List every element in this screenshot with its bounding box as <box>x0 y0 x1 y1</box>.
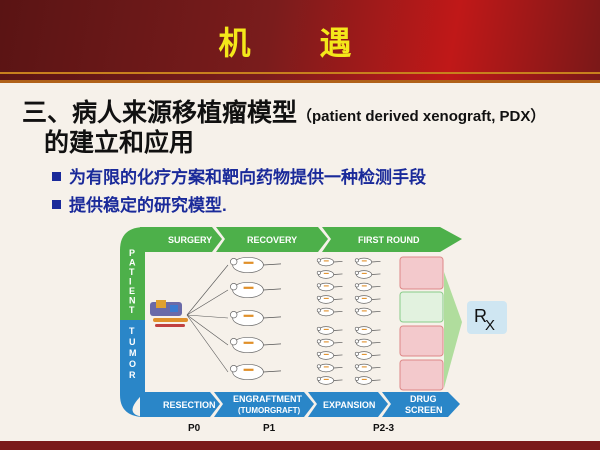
bullet-text: 为有限的化疗方案和靶向药物提供一种检测手段 <box>69 168 426 187</box>
transfer-line <box>186 314 229 319</box>
mouse-icon <box>354 338 381 348</box>
mouse-icon <box>316 257 343 267</box>
transfer-line <box>186 289 229 316</box>
patient-letter: I <box>129 277 132 287</box>
rx-box <box>467 301 507 334</box>
tumor-letter: T <box>129 326 135 336</box>
mouse-icon <box>230 363 282 381</box>
mouse-icon <box>316 363 343 373</box>
slide-footer <box>0 441 600 450</box>
bullet-square-icon <box>52 172 61 181</box>
slide-header <box>0 0 600 83</box>
patient-letter: A <box>129 258 136 268</box>
drug-screen-box <box>399 291 444 323</box>
surgery-arrow <box>140 227 222 252</box>
step-recovery: RECOVERY <box>247 235 297 245</box>
mouse-icon <box>354 282 381 292</box>
mouse-icon <box>354 363 381 373</box>
drug-screen-box <box>399 325 444 357</box>
recovery-arrow <box>216 227 328 252</box>
funnel-arrow <box>444 272 462 388</box>
drug-screen-box <box>399 359 444 391</box>
mouse-icon <box>316 326 343 335</box>
mouse-icon <box>354 257 381 267</box>
drug-screen-box <box>399 256 444 290</box>
patient-letter: P <box>129 248 135 258</box>
tumor-tissue-icon <box>150 300 188 327</box>
tumor-letter: R <box>129 370 136 380</box>
bullet-item: 为有限的化疗方案和靶向药物提供一种检测手段 <box>52 163 426 188</box>
drug-screen-arrow <box>382 392 460 417</box>
bullet-square-icon <box>52 200 61 209</box>
mouse-icon <box>354 270 381 279</box>
mouse-icon <box>230 309 282 327</box>
rx-x: X <box>485 317 495 334</box>
step-drug: DRUG <box>410 394 437 404</box>
mouse-icon <box>316 376 343 385</box>
mouse-icon <box>316 270 343 279</box>
engraftment-arrow <box>214 392 314 417</box>
step-tumorgraft: (TUMORGRAFT) <box>238 406 301 415</box>
tumor-letter: M <box>129 348 137 358</box>
header-divider <box>0 72 600 74</box>
rx-r: R <box>474 306 487 326</box>
mouse-icon <box>230 281 282 299</box>
patient-letter: T <box>129 305 135 315</box>
step-screen: SCREEN <box>405 405 443 415</box>
bullet-text: 提供稳定的研究模型. <box>69 196 227 215</box>
transfer-line <box>186 264 229 316</box>
patient-letter: T <box>129 267 135 277</box>
mouse-icon <box>316 307 343 317</box>
mouse-icon <box>354 307 381 317</box>
mouse-icon <box>354 376 381 385</box>
patient-band <box>120 227 145 320</box>
tumor-letter: U <box>129 337 136 347</box>
transfer-line <box>186 314 229 346</box>
passage-p2-3: P2-3 <box>373 423 395 434</box>
step-first-round: FIRST ROUND <box>358 235 420 245</box>
mouse-icon <box>316 295 343 304</box>
step-expansion: EXPANSION <box>323 400 375 410</box>
patient-letter: N <box>129 296 136 306</box>
mouse-icon <box>316 282 343 292</box>
mouse-icon <box>316 351 343 360</box>
mouse-icon <box>316 338 343 348</box>
heading-english: （patient derived xenograft, PDX） <box>297 108 546 125</box>
expansion-arrow <box>308 392 388 417</box>
mouse-icon <box>230 256 282 274</box>
mouse-icon <box>230 336 282 354</box>
mouse-icon <box>354 351 381 360</box>
tumor-letter: O <box>129 359 136 369</box>
passage-p0: P0 <box>188 423 201 434</box>
mouse-icon <box>354 326 381 335</box>
section-heading-line2: 的建立和应用 <box>44 129 195 157</box>
slide-title: 机 遇 <box>218 25 382 61</box>
bullet-item: 提供稳定的研究模型. <box>52 191 227 216</box>
step-resection: RESECTION <box>163 400 216 410</box>
passage-p1: P1 <box>263 423 276 434</box>
transfer-line <box>186 314 229 373</box>
heading-chinese: 三、病人来源移植瘤模型 <box>22 99 298 127</box>
patient-letter: E <box>129 286 135 296</box>
step-surgery: SURGERY <box>168 235 212 245</box>
section-heading: 三、病人来源移植瘤模型（patient derived xenograft, P… <box>22 93 545 129</box>
mouse-icon <box>354 295 381 304</box>
tumor-band <box>120 320 145 417</box>
step-engraftment: ENGRAFTMENT <box>233 394 302 404</box>
resection-arrow <box>140 392 220 417</box>
first-round-arrow <box>322 227 462 252</box>
